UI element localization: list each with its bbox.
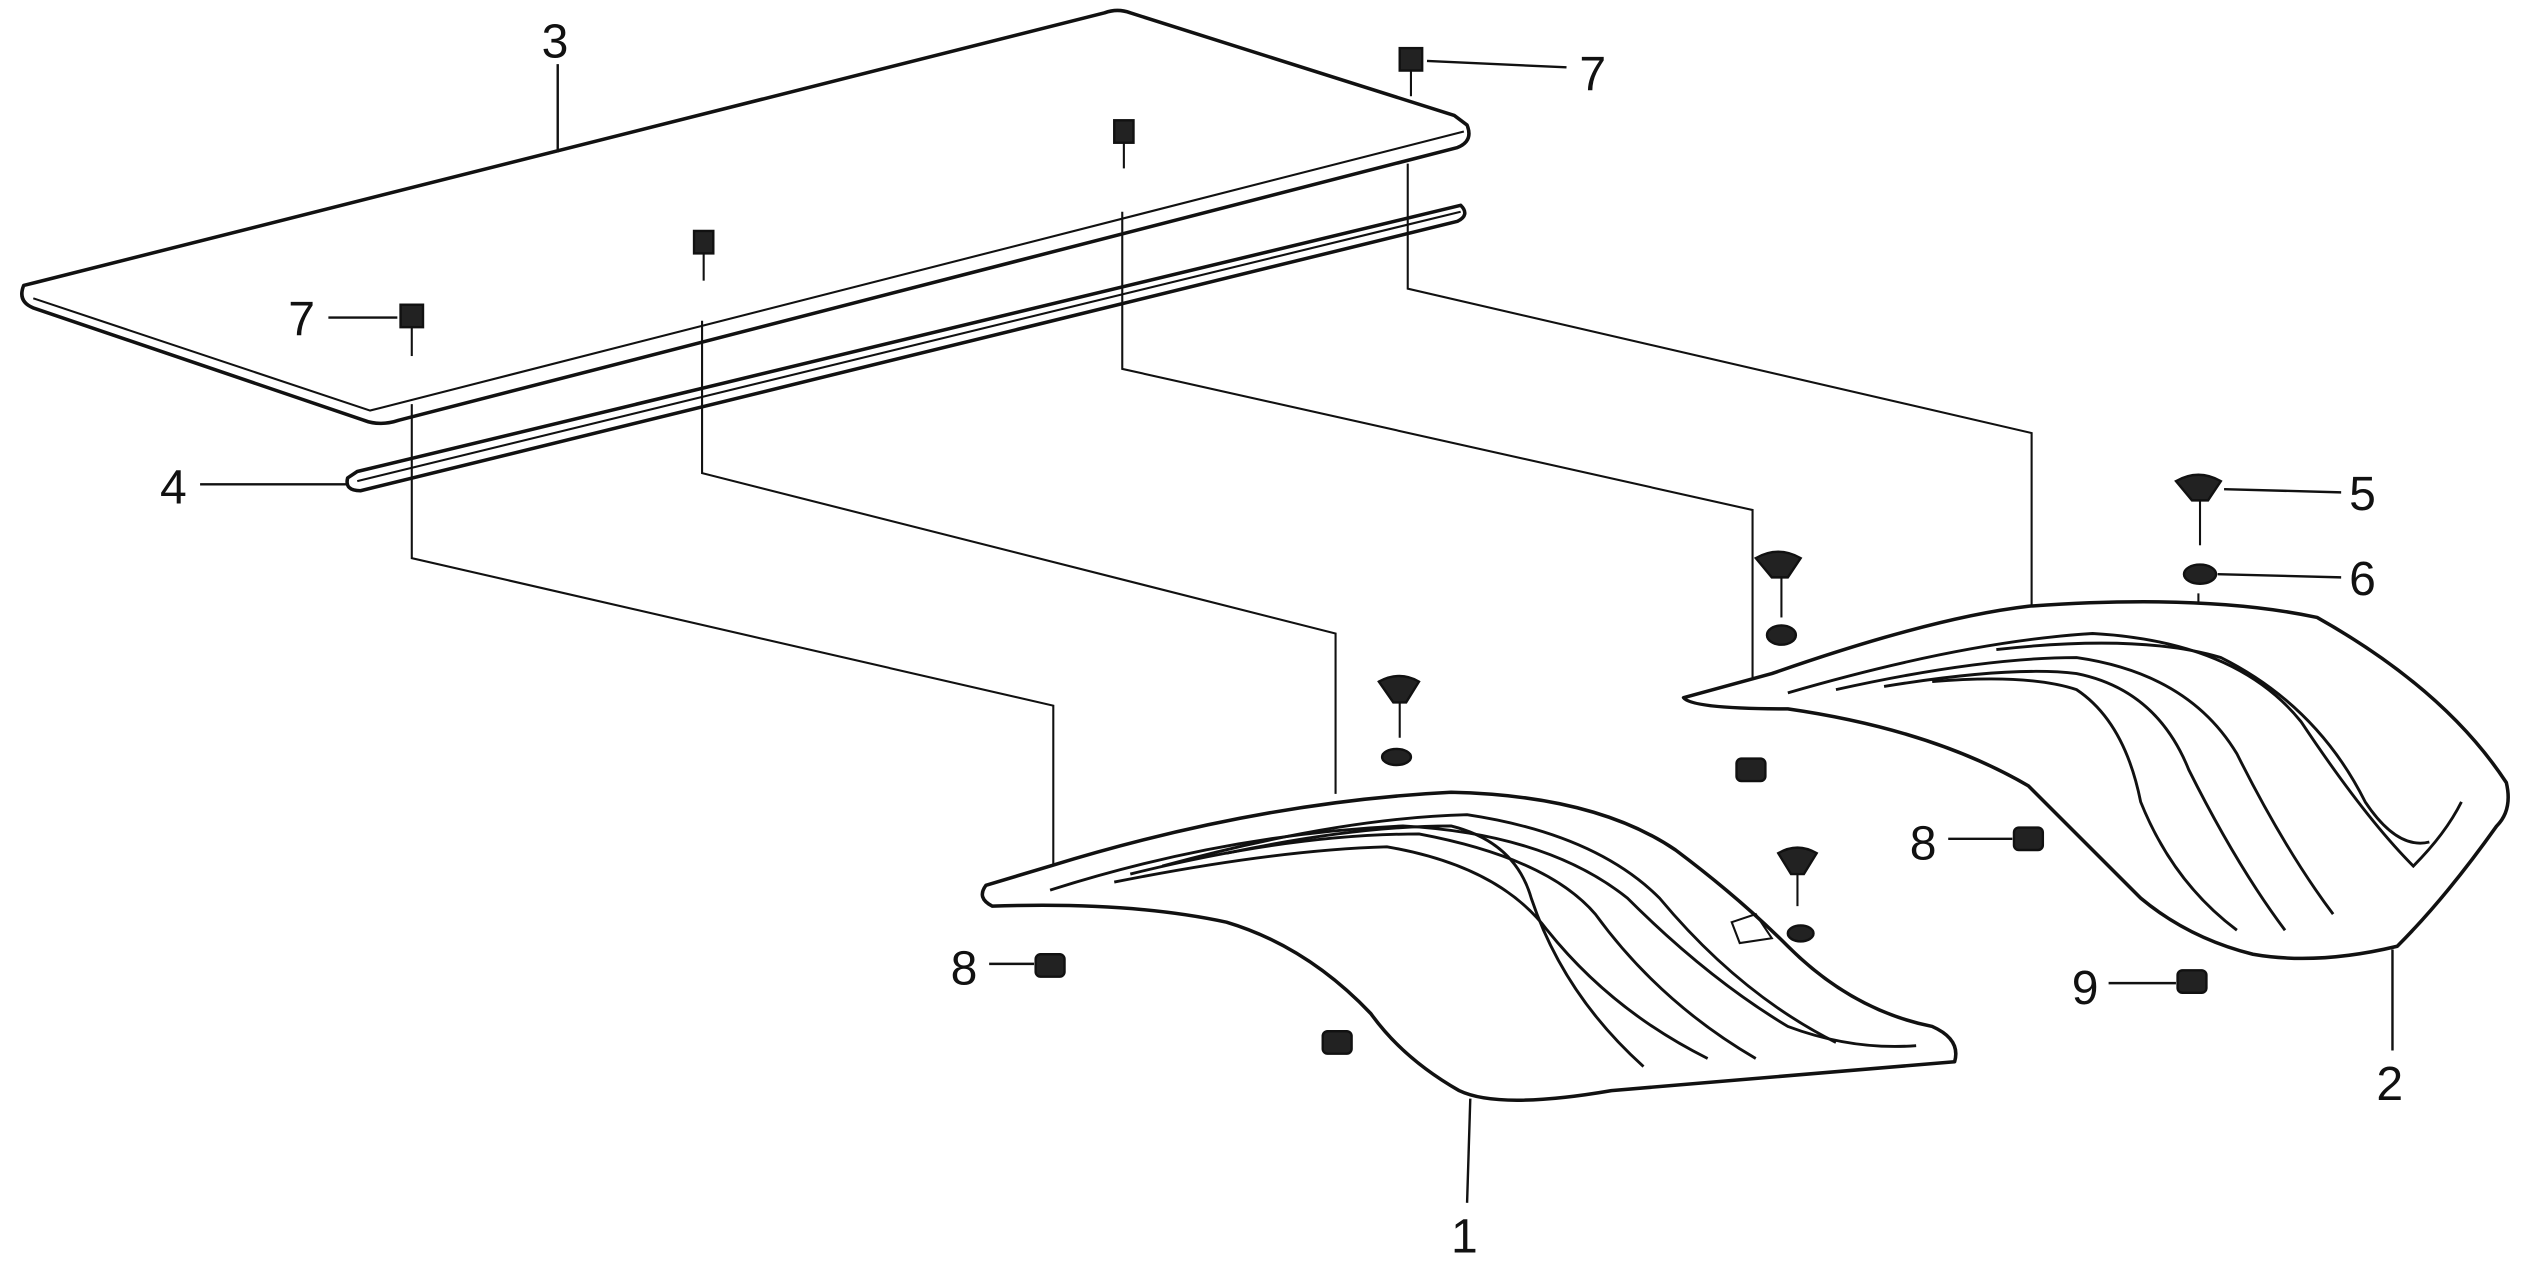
callout-8a: 8	[951, 942, 978, 996]
nut-icon	[2012, 826, 2045, 852]
assembly-lines	[410, 163, 2200, 891]
callout-6: 6	[2349, 552, 2376, 606]
callout-5: 5	[2349, 467, 2376, 521]
mat-part-2	[1681, 600, 2510, 961]
mat-part-1	[980, 790, 1958, 1102]
bolt-icon	[1113, 119, 1135, 169]
bolt-icon	[399, 303, 425, 357]
callout-leaders	[200, 59, 2394, 1203]
wing-bolt-icon	[1776, 846, 1819, 943]
bolt-icon	[1398, 46, 1424, 97]
callout-9: 9	[2072, 961, 2099, 1015]
callout-7b: 7	[288, 292, 315, 346]
callout-2: 2	[2376, 1057, 2403, 1111]
bolt-icon	[692, 229, 715, 281]
nut-icon	[1321, 1030, 1353, 1055]
wing-bolt-icon	[2174, 473, 2223, 585]
panel-part-3	[20, 8, 1471, 426]
callout-1: 1	[1451, 1210, 1478, 1264]
callout-3: 3	[542, 15, 569, 69]
wing-bolt-icon	[1377, 674, 1421, 767]
nut-icon	[2176, 969, 2208, 994]
wing-bolt-icon	[1753, 550, 1803, 646]
rail-part-4	[345, 203, 1467, 493]
callout-7a: 7	[1579, 47, 1606, 101]
nut-icon	[1735, 757, 1767, 783]
callout-labels: 3 7 7 4 5 6 8 8 9 2 1	[160, 15, 2403, 1264]
callout-8b: 8	[1910, 817, 1937, 871]
nut-icon	[1034, 953, 1066, 978]
callout-4: 4	[160, 461, 187, 515]
fasteners	[399, 46, 2223, 1055]
